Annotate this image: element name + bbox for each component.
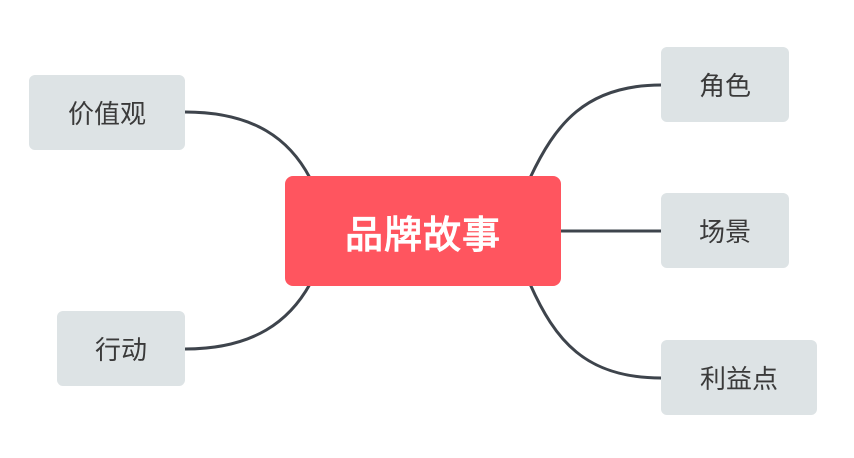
subtopic-label: 场景 bbox=[698, 218, 751, 248]
subtopic-label: 利益点 bbox=[699, 365, 778, 395]
subtopic-changjing[interactable]: 场景 bbox=[661, 193, 789, 268]
subtopic-label: 行动 bbox=[94, 336, 147, 366]
subtopic-juese[interactable]: 角色 bbox=[661, 47, 789, 122]
subtopic-label: 角色 bbox=[698, 72, 751, 102]
central-topic[interactable]: 品牌故事 bbox=[285, 176, 561, 286]
subtopic-jiazhiguan[interactable]: 价值观 bbox=[29, 75, 185, 150]
subtopic-label: 价值观 bbox=[67, 100, 146, 130]
connector-to-xingdong bbox=[183, 282, 312, 351]
central-topic-label: 品牌故事 bbox=[344, 212, 501, 257]
connector-to-jiazhiguan bbox=[183, 110, 312, 180]
subtopic-xingdong[interactable]: 行动 bbox=[57, 311, 185, 386]
subtopic-liyidian[interactable]: 利益点 bbox=[661, 340, 817, 415]
connector-to-juese bbox=[528, 83, 663, 180]
connector-to-liyidian bbox=[528, 282, 663, 380]
